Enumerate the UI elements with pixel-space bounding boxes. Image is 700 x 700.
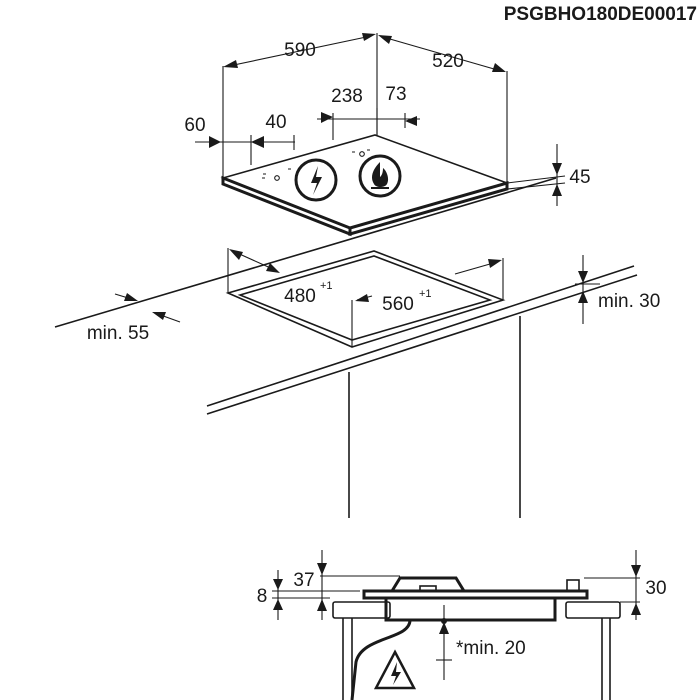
hob-depth-label: 520	[432, 51, 464, 72]
hob-dimensions	[195, 33, 566, 206]
hob-left-offset-label: 60	[184, 115, 205, 136]
section-right-height-label: 30	[645, 578, 666, 599]
under-clearance-label: *min. 20	[456, 638, 526, 659]
cutout-depth-label: 480	[284, 286, 316, 307]
control-knob-1	[274, 175, 280, 181]
electric-warning-icon	[373, 649, 417, 690]
cutout-width-label: 560	[382, 294, 414, 315]
hob-height-label: 45	[569, 167, 590, 188]
front-clearance-label: min. 55	[87, 323, 149, 344]
cutout	[114, 248, 600, 348]
gap-center-label: 238	[331, 86, 363, 107]
hob-top-view	[220, 134, 510, 237]
back-clearance-label: min. 30	[598, 291, 660, 312]
document-code: PSGBHO180DE00017	[504, 4, 697, 25]
section-knob-height-label: 37	[293, 570, 314, 591]
section-left-height-label: 8	[257, 586, 268, 607]
worktop	[54, 177, 638, 518]
cutout-depth-tolerance: +1	[320, 280, 333, 292]
hob-width-label: 590	[284, 40, 316, 61]
cutout-inner	[237, 255, 493, 341]
cross-section	[332, 576, 621, 700]
knob-markings	[262, 149, 370, 179]
burner-offset-label: 40	[265, 112, 286, 133]
control-knob-2	[359, 151, 365, 157]
gap-right-label: 73	[385, 84, 406, 105]
flame-icon	[358, 154, 402, 198]
cutout-width-tolerance: +1	[419, 288, 432, 300]
section-dimensions	[272, 550, 641, 680]
electric-warning-icon	[294, 158, 338, 202]
